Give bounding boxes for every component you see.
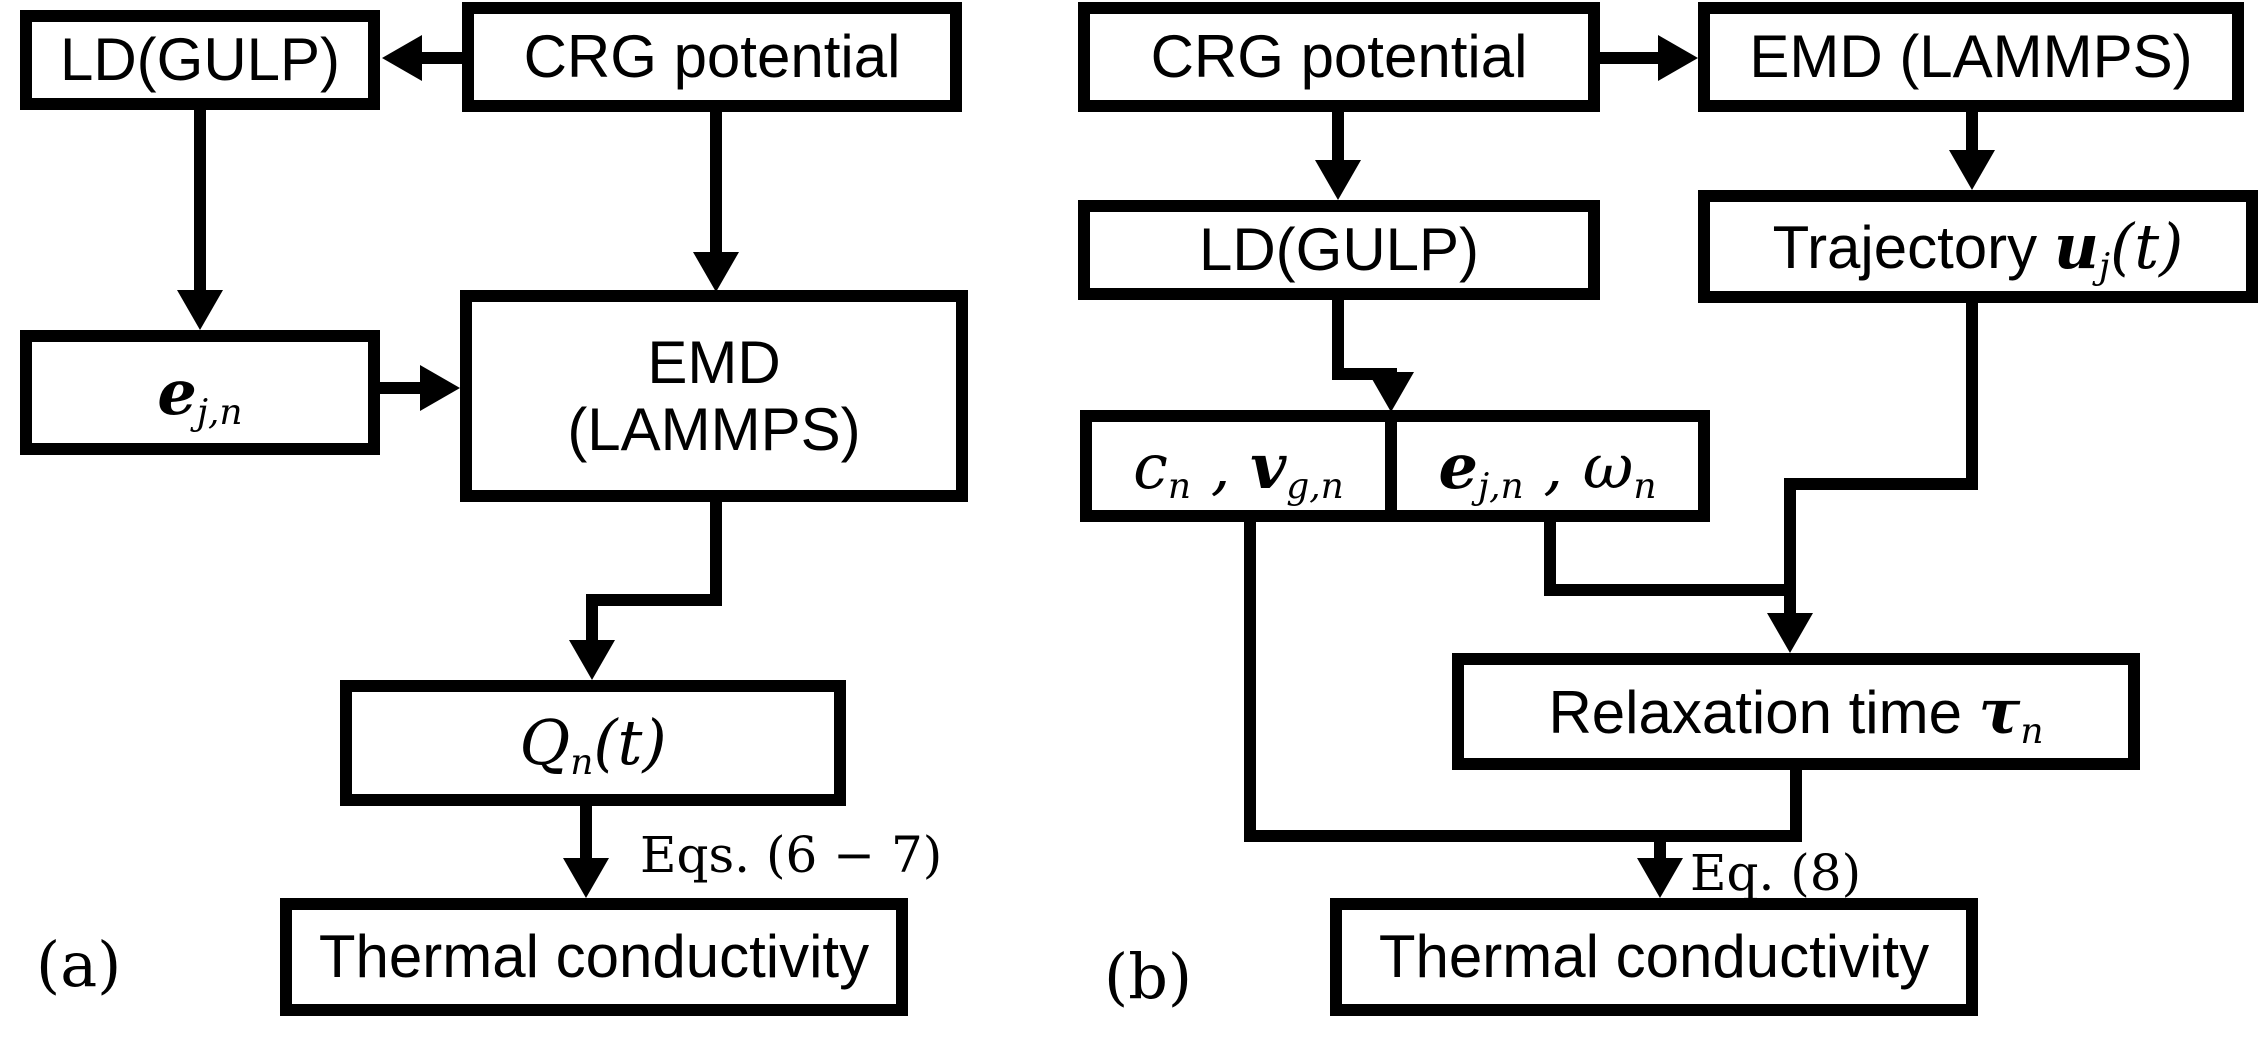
box-heat-flux-a: Qn(t): [340, 680, 846, 806]
box-relaxation-time-b-label: Relaxation time τn: [1548, 674, 2044, 750]
arrowhead-emd-to-traj-b: [1949, 150, 1995, 190]
math-q-n-t-a: Qn(t): [519, 706, 667, 781]
math-tau-sub: n: [2020, 710, 2044, 752]
math-c-base: c: [1133, 429, 1168, 503]
math-c-sub: n: [1167, 465, 1192, 507]
connector-crg-to-ld-a: [420, 52, 464, 64]
connector-ld-to-split-seg1-b: [1332, 300, 1344, 380]
connector-ejn-to-relax-seg2-b: [1544, 584, 1796, 596]
box-emd-lammps-a-line1: EMD: [647, 328, 781, 396]
math-q-sub-a: n: [570, 742, 594, 784]
box-thermal-conductivity-a: Thermal conductivity: [280, 898, 908, 1016]
cell-cn-vgn: cn , vg,n: [1092, 422, 1385, 510]
connector-merge-to-thermal-b: [1654, 842, 1666, 860]
box-ld-gulp-b: LD(GULP): [1078, 200, 1600, 300]
box-ld-gulp-b-label: LD(GULP): [1198, 216, 1480, 284]
box-thermal-conductivity-b: Thermal conductivity: [1330, 898, 1978, 1016]
arrowhead-crg-to-emd-b: [1658, 35, 1698, 81]
connector-traj-to-relax-seg1-b: [1966, 303, 1978, 490]
arrowhead-e-to-emd-a: [420, 365, 460, 411]
math-tau-base: τ: [1978, 674, 2021, 748]
box-crg-potential-a-label: CRG potential: [523, 23, 901, 91]
connector-ld-to-e-a: [194, 110, 206, 290]
connector-emd-to-q-seg2-a: [586, 594, 722, 606]
box-trajectory-b: Trajectory uj(t): [1698, 190, 2258, 303]
math-u-j-t: uj(t): [2053, 209, 2184, 285]
connector-emd-to-traj-b: [1966, 112, 1978, 152]
math-sep-right: ,: [1523, 429, 1583, 503]
arrowhead-crg-to-ld-a: [382, 35, 422, 81]
box-emd-lammps-a-line2: (LAMMPS): [567, 396, 861, 463]
box-emd-lammps-b: EMD (LAMMPS): [1698, 2, 2244, 112]
arrowhead-merge-to-thermal-b: [1637, 858, 1683, 898]
connector-merge-horizontal-b: [1244, 830, 1802, 842]
box-relaxation-time-b: Relaxation time τn: [1452, 653, 2140, 770]
arrowhead-crg-to-emd-a: [693, 252, 739, 292]
math-e-sub-a: j,n: [196, 391, 243, 433]
connector-emd-to-q-seg1-a: [710, 502, 722, 606]
math-u-arg: (t): [2110, 209, 2184, 283]
arrowhead-crg-to-ld-b: [1315, 160, 1361, 200]
box-ld-gulp-a: LD(GULP): [20, 10, 380, 110]
box-ld-gulp-a-label: LD(GULP): [59, 26, 341, 94]
box-thermal-conductivity-a-label: Thermal conductivity: [318, 923, 870, 991]
arrowhead-q-to-thermal-a: [563, 858, 609, 898]
box-emd-lammps-b-label: EMD (LAMMPS): [1749, 23, 2193, 91]
box-thermal-conductivity-b-label: Thermal conductivity: [1378, 923, 1930, 991]
math-sep-left: ,: [1191, 429, 1251, 503]
arrowhead-emd-to-q-a: [569, 640, 615, 680]
box-crg-potential-b: CRG potential: [1078, 2, 1600, 112]
connector-emd-to-q-seg3-a: [586, 594, 598, 640]
connector-crg-to-emd-b: [1600, 52, 1660, 64]
math-v-sub: g,n: [1286, 465, 1344, 507]
math-v-base: v: [1250, 429, 1287, 503]
connector-traj-to-relax-seg2-b: [1784, 478, 1978, 490]
math-omega-sub: n: [1633, 465, 1657, 507]
arrowhead-ld-to-e-a: [177, 290, 223, 330]
box-phonon-properties-b: cn , vg,n ej,n , ωn: [1080, 410, 1710, 522]
math-u-sub: j: [2098, 245, 2111, 287]
box-eigenvector-a: ej,n: [20, 330, 380, 455]
math-omega-base: ω: [1582, 429, 1634, 503]
relax-prefix: Relaxation time: [1548, 678, 1979, 746]
connector-cn-down-b: [1244, 522, 1256, 842]
math-e-base-b: e: [1438, 429, 1478, 503]
math-q-base-a: Q: [519, 706, 571, 780]
panel-a-label: (a): [36, 928, 122, 1001]
connector-ejn-to-relax-seg1-b: [1544, 522, 1556, 596]
math-ejn-omegan: ej,n , ωn: [1438, 429, 1656, 505]
arrowhead-ld-to-split-b: [1368, 372, 1414, 412]
math-e-sub-b: j,n: [1477, 465, 1524, 507]
cell-ejn-omegan: ej,n , ωn: [1385, 422, 1698, 510]
box-crg-potential-b-label: CRG potential: [1150, 23, 1528, 91]
math-q-arg-a: (t): [593, 706, 667, 780]
box-crg-potential-a: CRG potential: [462, 2, 962, 112]
connector-q-to-thermal-a: [580, 806, 592, 860]
connector-e-to-emd-a: [380, 382, 422, 394]
math-e-jn-a: ej,n: [157, 355, 242, 431]
box-trajectory-b-label: Trajectory uj(t): [1772, 209, 2184, 285]
math-cn-vgn: cn , vg,n: [1133, 429, 1344, 505]
eq-label-a: Eqs. (6 − 7): [640, 826, 943, 884]
arrowhead-traj-to-relax-b: [1767, 613, 1813, 653]
math-tau-n: τn: [1978, 674, 2044, 750]
connector-relax-down-b: [1790, 770, 1802, 842]
traj-prefix: Trajectory: [1772, 213, 2054, 281]
connector-crg-to-emd-a: [710, 112, 722, 252]
connector-crg-to-ld-b: [1332, 112, 1344, 162]
connector-traj-to-relax-seg3-b: [1784, 478, 1796, 613]
math-e-base-a: e: [157, 355, 197, 429]
box-emd-lammps-a: EMD (LAMMPS): [460, 290, 968, 502]
panel-b-label: (b): [1104, 940, 1193, 1013]
eq-label-b: Eq. (8): [1690, 844, 1862, 902]
math-u-base: u: [2053, 209, 2099, 283]
